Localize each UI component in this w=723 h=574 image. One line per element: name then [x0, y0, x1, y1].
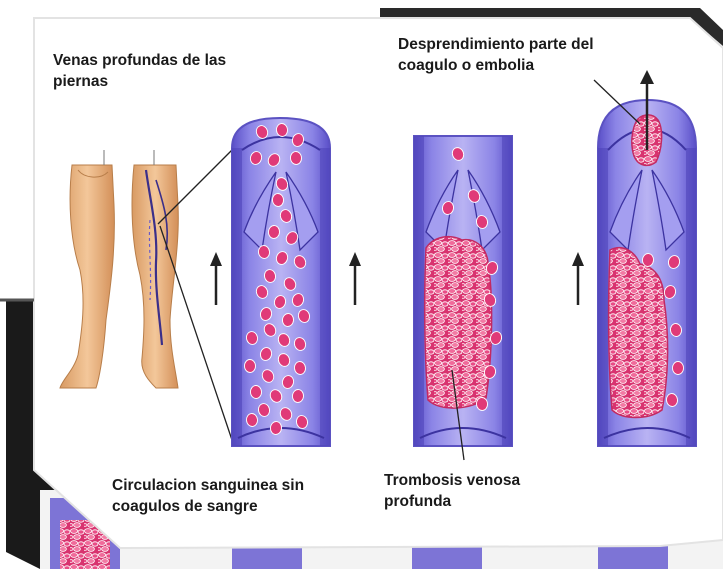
red-blood-cell: [673, 362, 684, 375]
blood-clot: [425, 237, 492, 408]
vein-normal-flow: [232, 118, 330, 446]
red-blood-cell: [292, 389, 304, 403]
red-blood-cell: [268, 225, 280, 239]
label-dvt-line2: profunda: [384, 491, 520, 512]
red-blood-cell: [244, 359, 255, 372]
label-detachment-line1: Desprendimiento parte del: [398, 34, 594, 55]
red-blood-cell: [272, 193, 284, 207]
red-blood-cell: [476, 397, 488, 411]
vein-embolism: [598, 100, 696, 446]
label-detachment-line2: coagulo o embolia: [398, 55, 594, 76]
label-normal-flow-line1: Circulacion sanguinea sin: [112, 475, 304, 496]
label-deep-veins-line2: piernas: [53, 71, 226, 92]
label-normal-flow: Circulacion sanguinea sin coagulos de sa…: [112, 475, 304, 517]
label-dvt: Trombosis venosa profunda: [384, 470, 520, 512]
label-dvt-line1: Trombosis venosa: [384, 470, 520, 491]
label-normal-flow-line2: coagulos de sangre: [112, 496, 304, 517]
label-deep-veins: Venas profundas de las piernas: [53, 50, 226, 92]
red-blood-cell: [250, 385, 261, 398]
red-blood-cell: [290, 151, 302, 165]
label-detachment: Desprendimiento parte del coagulo o embo…: [398, 34, 594, 76]
vein-thrombosis: [414, 136, 512, 446]
label-deep-veins-line1: Venas profundas de las: [53, 50, 226, 71]
